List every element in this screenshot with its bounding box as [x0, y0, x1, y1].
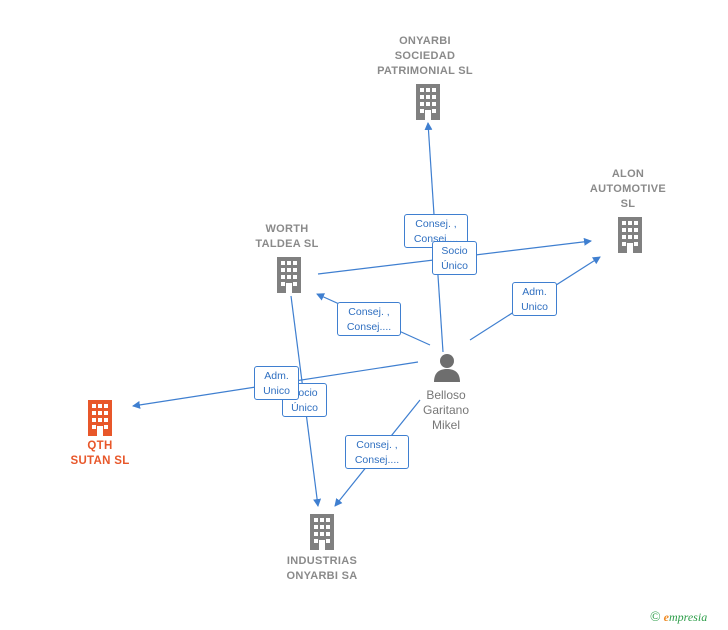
building-icon-worth-taldea[interactable] — [273, 257, 305, 293]
node-label-alon-automotive[interactable]: ALON AUTOMOTIVE SL — [589, 168, 667, 210]
building-icon-industrias-onyarbi[interactable] — [306, 514, 338, 550]
relation-adm-unico-alon[interactable]: Adm. Unico — [512, 282, 557, 316]
node-label-qth-sutan[interactable]: QTH SUTAN SL — [70, 440, 130, 467]
brand-initial: e — [663, 610, 669, 624]
relation-socio-unico-alon[interactable]: Socio Único — [432, 241, 477, 275]
building-icon-onyarbi-patrimonial[interactable] — [412, 84, 444, 120]
relation-adm-unico-qth[interactable]: Adm. Unico — [254, 366, 299, 400]
relation-worth[interactable]: Consej. , Consej.... — [337, 302, 401, 336]
person-label[interactable]: Belloso Garitano Mikel — [422, 388, 470, 432]
node-label-onyarbi-patrimonial[interactable]: ONYARBI SOCIEDAD PATRIMONIAL SL — [377, 35, 473, 77]
node-label-worth-taldea[interactable]: WORTH TALDEA SL — [255, 223, 319, 250]
node-label-industrias-onyarbi[interactable]: INDUSTRIAS ONYARBI SA — [286, 555, 358, 582]
copyright-symbol: © — [650, 610, 661, 625]
building-icon-alon-automotive[interactable] — [614, 217, 646, 253]
relation-industrias[interactable]: Consej. , Consej.... — [345, 435, 409, 469]
brand-logo: © empresia — [650, 610, 707, 626]
building-icon-qth-sutan[interactable] — [84, 400, 116, 436]
brand-name: mpresia — [668, 610, 708, 624]
person-icon[interactable] — [432, 352, 462, 382]
